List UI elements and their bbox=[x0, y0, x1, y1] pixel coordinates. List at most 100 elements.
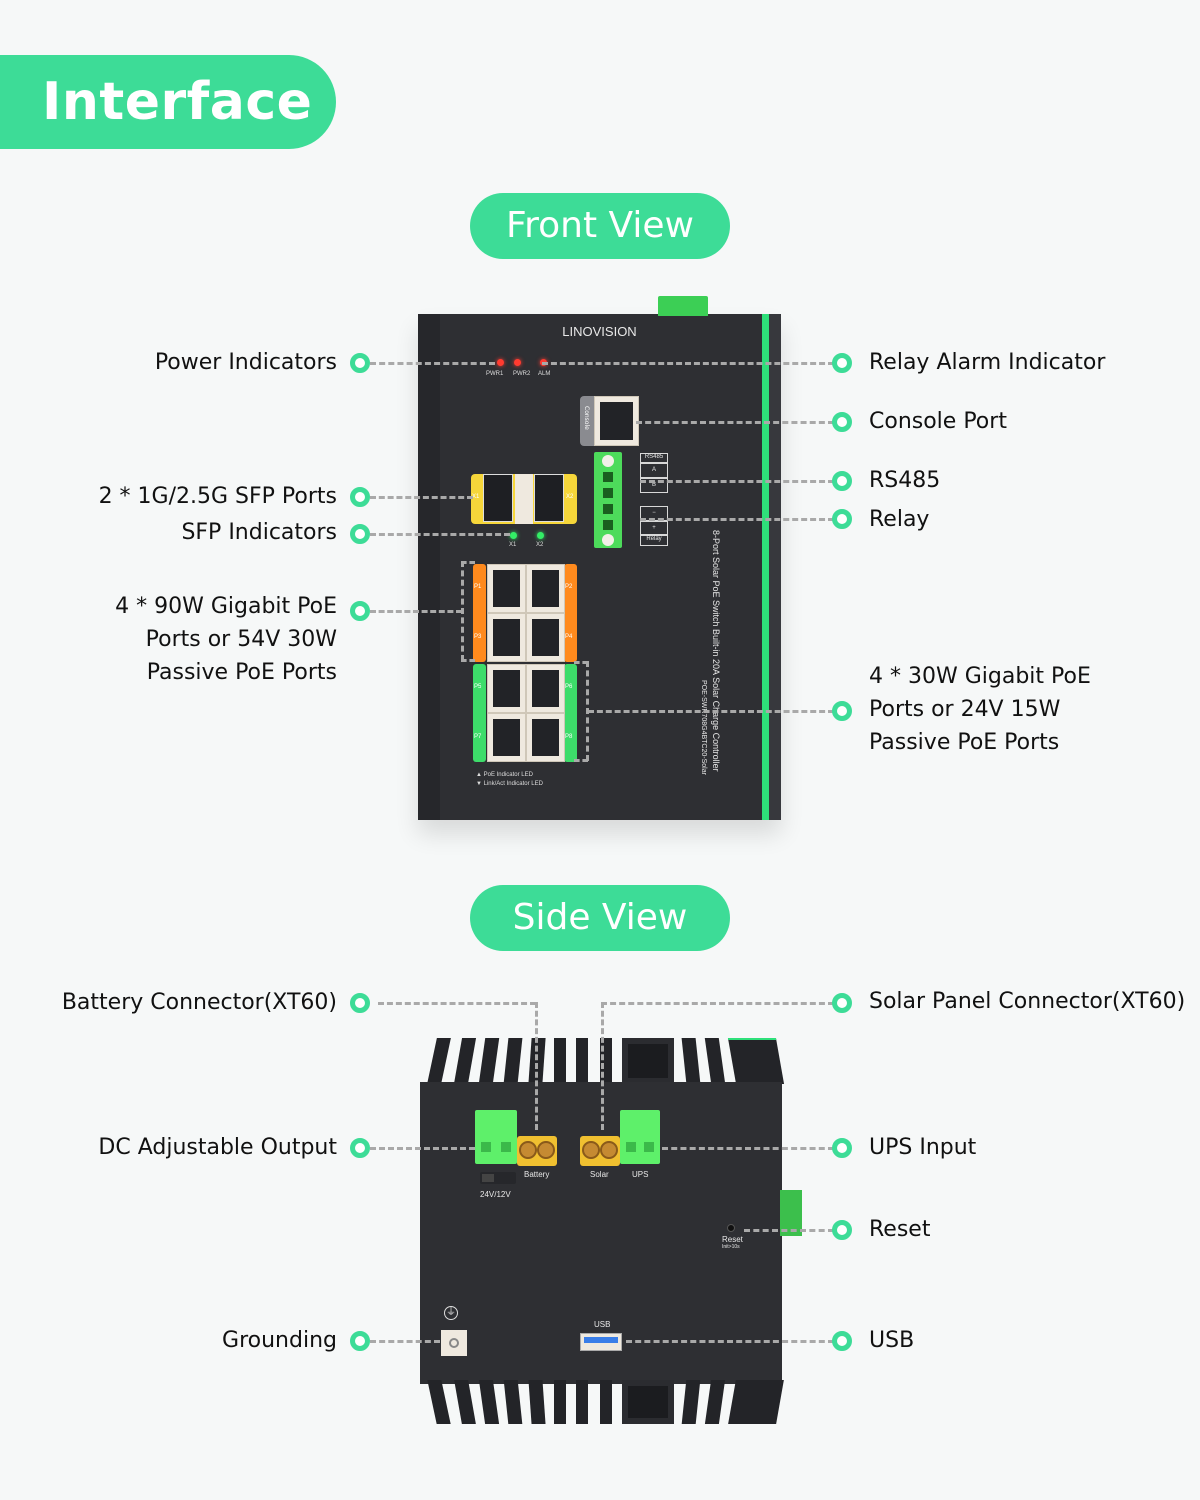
callout-relay: Relay bbox=[869, 507, 930, 532]
din-clip-side bbox=[780, 1190, 802, 1236]
sfp-led-label-x1: X1 bbox=[509, 542, 517, 548]
callout-dot bbox=[350, 1331, 370, 1351]
reset-button[interactable] bbox=[727, 1224, 735, 1232]
product-description: 8-Port Solar PoE Switch Built-in 20A Sol… bbox=[711, 530, 721, 772]
leader-line bbox=[588, 710, 834, 713]
leader-line bbox=[626, 1340, 834, 1343]
ups-label: UPS bbox=[632, 1170, 649, 1179]
callout-reset: Reset bbox=[869, 1217, 931, 1242]
relay-plus-label: + bbox=[640, 521, 668, 535]
callout-relay-alarm-indicator: Relay Alarm Indicator bbox=[869, 350, 1106, 375]
leader-line bbox=[662, 1147, 834, 1150]
leader-line bbox=[370, 1340, 440, 1343]
leader-line bbox=[601, 1002, 604, 1130]
callout-dot bbox=[832, 1138, 852, 1158]
side-view-title: Side View bbox=[470, 885, 730, 951]
rj45-port-p7[interactable] bbox=[487, 713, 526, 762]
callout-dot bbox=[350, 1138, 370, 1158]
bracket-line bbox=[461, 659, 475, 662]
leader-line bbox=[601, 1002, 834, 1005]
led-label-alm: ALM bbox=[538, 371, 551, 377]
callout-dot bbox=[832, 412, 852, 432]
bracket-line bbox=[461, 561, 464, 661]
rs485-relay-terminal[interactable] bbox=[594, 452, 622, 548]
ground-symbol-icon: ⏚ bbox=[444, 1306, 458, 1320]
leader-line bbox=[370, 362, 495, 365]
port-strip-p6-p8: P6 P8 bbox=[564, 664, 577, 762]
sfp-led-x1 bbox=[510, 532, 517, 539]
rj45-port-p8[interactable] bbox=[526, 713, 565, 762]
callout-line: Ports or 54V 30W bbox=[145, 627, 337, 652]
rj45-port-p3[interactable] bbox=[487, 613, 526, 662]
leader-line bbox=[370, 1147, 475, 1150]
sfp-port-x1[interactable] bbox=[483, 474, 513, 522]
leader-line bbox=[535, 1002, 538, 1130]
solar-xt60-connector[interactable] bbox=[580, 1136, 620, 1166]
callout-line: 4 * 90W Gigabit PoE bbox=[115, 594, 337, 619]
rj45-port-p1[interactable] bbox=[487, 564, 526, 613]
reset-hint: Init>10s bbox=[722, 1244, 740, 1250]
din-rail-clip bbox=[658, 296, 708, 316]
console-port[interactable] bbox=[594, 396, 639, 446]
dc-output-terminal[interactable] bbox=[475, 1110, 517, 1164]
rj45-port-p6[interactable] bbox=[526, 664, 565, 713]
grounding-screw[interactable] bbox=[441, 1330, 467, 1356]
pwr2-led bbox=[514, 359, 521, 366]
battery-label: Battery bbox=[524, 1170, 550, 1179]
port-strip-p2-p4: P2 P4 bbox=[564, 564, 577, 662]
leader-line bbox=[640, 480, 834, 483]
callout-dot bbox=[832, 1220, 852, 1240]
port-label-p2: P2 bbox=[565, 584, 573, 590]
bracket-line bbox=[574, 759, 588, 762]
battery-xt60-connector[interactable] bbox=[517, 1136, 557, 1166]
callout-dot bbox=[832, 701, 852, 721]
usb-port[interactable] bbox=[580, 1333, 622, 1351]
callout-sfp-indicators: SFP Indicators bbox=[181, 520, 337, 545]
console-tab: Console bbox=[580, 396, 596, 446]
callout-battery-connector: Battery Connector(XT60) bbox=[61, 990, 337, 1015]
reset-label: Reset bbox=[722, 1235, 743, 1244]
port-label-p3: P3 bbox=[474, 634, 482, 640]
leader-line bbox=[636, 421, 834, 424]
leader-line bbox=[370, 610, 462, 613]
voltage-switch-label: 24V/12V bbox=[480, 1190, 511, 1199]
port-label-p1: P1 bbox=[474, 584, 482, 590]
brand-logo: LINOVISION bbox=[562, 324, 637, 339]
callout-90w-poe-ports: 4 * 90W Gigabit PoE Ports or 54V 30W Pas… bbox=[115, 590, 337, 689]
rj45-port-p4[interactable] bbox=[526, 613, 565, 662]
port-label-p5: P5 bbox=[474, 684, 482, 690]
relay-label: Relay bbox=[640, 535, 668, 546]
callout-line: Ports or 24V 15W bbox=[869, 697, 1061, 722]
sfp-label-x1: X1 bbox=[472, 494, 480, 500]
solar-label: Solar bbox=[590, 1170, 609, 1179]
sfp-led-label-x2: X2 bbox=[536, 542, 544, 548]
port-label-p8: P8 bbox=[565, 734, 573, 740]
rj45-port-p2[interactable] bbox=[526, 564, 565, 613]
usb-label: USB bbox=[594, 1320, 611, 1329]
pwr1-led bbox=[497, 359, 504, 366]
side-device-image: 24V/12V Battery Solar UPS Reset Init>10s… bbox=[420, 1082, 802, 1384]
device-left-edge bbox=[418, 314, 440, 820]
callout-rs485: RS485 bbox=[869, 468, 941, 493]
rj45-port-p5[interactable] bbox=[487, 664, 526, 713]
port-strip-p5-p7: P5 P7 bbox=[473, 664, 486, 762]
callout-line: Passive PoE Ports bbox=[146, 660, 337, 685]
leader-line bbox=[744, 1229, 834, 1232]
ups-input-terminal[interactable] bbox=[620, 1110, 660, 1164]
leader-line bbox=[542, 362, 834, 365]
callout-dot bbox=[832, 1331, 852, 1351]
callout-console-port: Console Port bbox=[869, 409, 1007, 434]
leader-line bbox=[640, 518, 834, 521]
heatsink-bottom bbox=[420, 1380, 784, 1428]
callout-dot bbox=[350, 487, 370, 507]
callout-line: Passive PoE Ports bbox=[869, 730, 1060, 755]
interface-title: Interface bbox=[0, 55, 336, 149]
sfp-port-x2[interactable] bbox=[534, 474, 564, 522]
port-label-p6: P6 bbox=[565, 684, 573, 690]
rs485-a-label: A bbox=[640, 463, 668, 478]
voltage-switch[interactable] bbox=[480, 1172, 516, 1184]
front-view-title: Front View bbox=[470, 193, 730, 259]
model-number: POE-SWR708G4BTC20-Solar bbox=[700, 680, 707, 775]
legend-poe-led: ▲ PoE Indicator LED bbox=[476, 772, 533, 778]
callout-solar-panel-connector: Solar Panel Connector(XT60) bbox=[869, 989, 1186, 1014]
